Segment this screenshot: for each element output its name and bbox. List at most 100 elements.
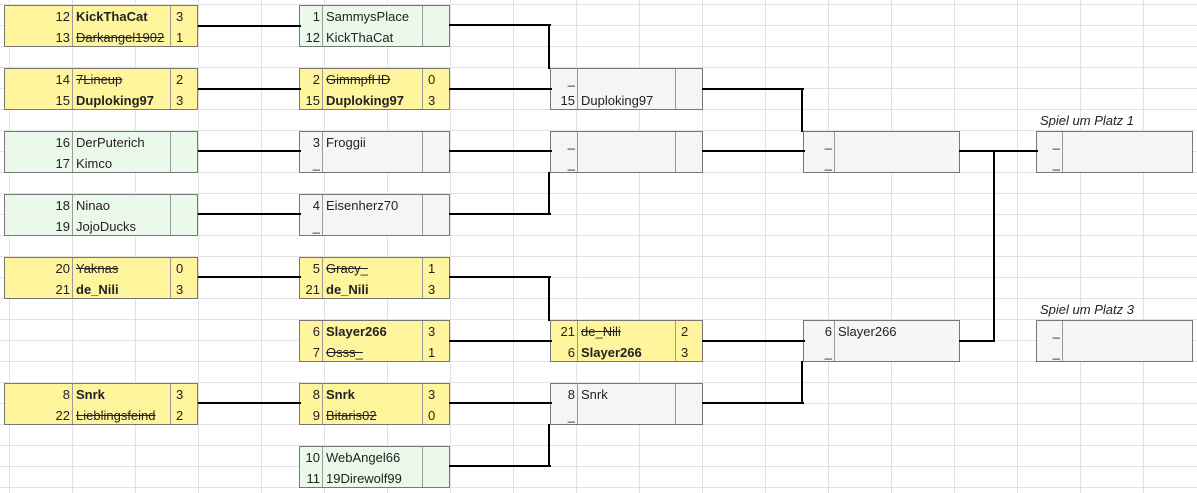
bracket-connector <box>449 150 552 152</box>
column-separator <box>72 69 73 109</box>
column-separator <box>675 384 676 424</box>
player-name <box>1066 321 1192 342</box>
match-score <box>428 468 449 489</box>
player-name <box>1066 342 1192 363</box>
seed-number: 11 <box>306 471 321 486</box>
player-name: Eisenherz70 <box>326 198 399 213</box>
player-name <box>838 132 955 153</box>
bracket-connector <box>702 88 804 90</box>
bracket-slot[interactable]: _ <box>300 153 449 174</box>
match-score: 3 <box>428 282 436 297</box>
column-separator <box>72 6 73 46</box>
seed-number: 8 <box>62 387 70 402</box>
bracket-slot[interactable]: _ <box>300 216 449 237</box>
player-name: KickThaCat <box>326 30 394 45</box>
seed-number: _ <box>824 345 832 360</box>
seed-number: _ <box>312 156 320 171</box>
match-score: 0 <box>428 408 436 423</box>
column-separator <box>577 321 578 361</box>
seed-number: 4 <box>312 198 320 213</box>
match-box-final: __ <box>1036 320 1193 362</box>
bracket-slot[interactable]: _ <box>804 342 959 363</box>
bracket-slot[interactable]: _ <box>551 405 702 426</box>
bracket-slot[interactable]: _ <box>1037 132 1192 153</box>
column-separator <box>675 69 676 109</box>
column-separator <box>422 195 423 235</box>
column-separator <box>422 258 423 298</box>
match-score <box>681 153 702 174</box>
bracket-slot[interactable]: _ <box>804 132 959 153</box>
seed-number: 6 <box>567 345 575 360</box>
bracket-slot[interactable]: _ <box>1037 153 1192 174</box>
seed-number: _ <box>1052 156 1060 171</box>
seed-number: 1 <box>312 9 320 24</box>
player-name: de_Nili <box>76 282 119 297</box>
match-score: 2 <box>681 324 689 339</box>
match-score: 1 <box>428 261 436 276</box>
bracket-slot[interactable]: _ <box>551 153 702 174</box>
bracket-slot[interactable]: _ <box>551 69 702 90</box>
bracket-slot[interactable]: _ <box>551 132 702 153</box>
seed-number: _ <box>1052 135 1060 150</box>
bracket-connector <box>959 150 1038 152</box>
bracket-slot[interactable]: 4 Eisenherz70 <box>300 195 449 216</box>
player-name: KickThaCat <box>76 9 148 24</box>
bracket-connector <box>702 150 805 152</box>
player-name: Duploking97 <box>326 93 405 108</box>
player-name <box>1066 132 1192 153</box>
bracket-connector <box>801 88 803 132</box>
column-separator <box>322 258 323 298</box>
seed-number: 15 <box>55 93 70 108</box>
player-name: DerPuterich <box>76 135 145 150</box>
bracket-slot[interactable]: _ <box>1037 321 1192 342</box>
bracket-slot[interactable]: _ <box>1037 342 1192 363</box>
column-separator <box>72 384 73 424</box>
player-name <box>581 132 677 153</box>
seed-number: 6 <box>312 324 320 339</box>
bracket-slot[interactable]: _ <box>804 153 959 174</box>
match-score <box>428 447 449 468</box>
bracket-connector <box>702 402 804 404</box>
player-name <box>326 216 422 237</box>
match-score <box>428 6 449 27</box>
column-separator <box>72 258 73 298</box>
player-name: Ninao <box>76 198 110 213</box>
